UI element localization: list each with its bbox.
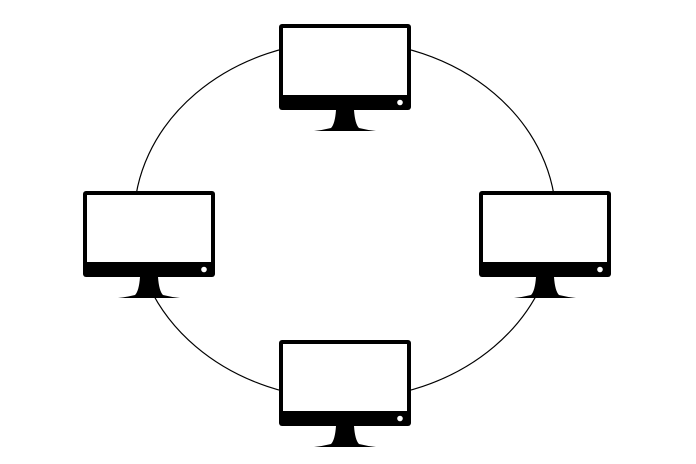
computer-monitor-icon-right xyxy=(479,191,611,298)
computer-monitor-icon-left xyxy=(83,191,215,298)
computer-monitor-icon-top xyxy=(279,24,411,131)
computer-monitor-icon-bottom xyxy=(279,340,411,447)
